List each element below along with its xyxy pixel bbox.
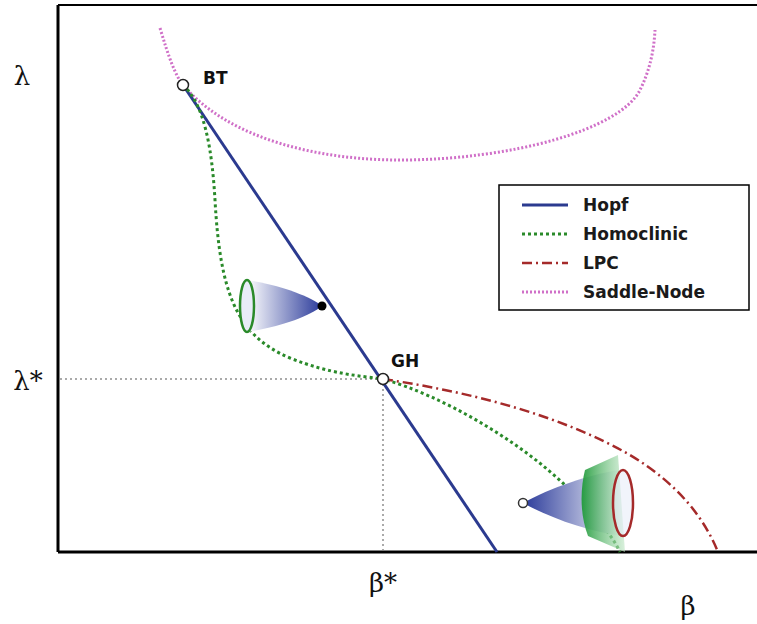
axis-tick-label: λ* bbox=[13, 368, 42, 394]
legend-sample bbox=[522, 233, 568, 236]
legend-text: LPC bbox=[583, 255, 619, 272]
legend-sample bbox=[522, 291, 568, 294]
stable-orbit-cone bbox=[247, 280, 322, 332]
beta-axis bbox=[58, 551, 757, 554]
legend-box bbox=[499, 185, 749, 310]
legend-text: Homoclinic bbox=[583, 226, 688, 243]
point-label: BT bbox=[203, 70, 228, 87]
unstable-equilibrium bbox=[519, 499, 528, 508]
limit-cycle bbox=[613, 470, 633, 536]
point-label: GH bbox=[391, 353, 419, 370]
lpc-curve bbox=[383, 379, 718, 552]
homoclinic-curve bbox=[183, 85, 620, 552]
legend-sample bbox=[522, 262, 568, 265]
axis-label: λ bbox=[14, 63, 30, 89]
axis-label: β bbox=[680, 593, 695, 619]
guide-line bbox=[382, 384, 384, 550]
legend-text: Saddle-Node bbox=[583, 284, 705, 301]
plot-frame bbox=[58, 4, 757, 6]
gh-point bbox=[378, 374, 389, 385]
limit-cycle bbox=[240, 280, 254, 332]
legend-text: Hopf bbox=[583, 197, 628, 214]
hopf-curve bbox=[183, 85, 497, 552]
axis-tick-label: β* bbox=[369, 570, 397, 596]
lambda-axis bbox=[57, 5, 60, 552]
saddle-node-curve bbox=[160, 28, 655, 160]
bt-point bbox=[178, 80, 189, 91]
guide-line bbox=[60, 378, 378, 380]
stable-equilibrium bbox=[318, 302, 327, 311]
legend-sample bbox=[522, 204, 568, 207]
